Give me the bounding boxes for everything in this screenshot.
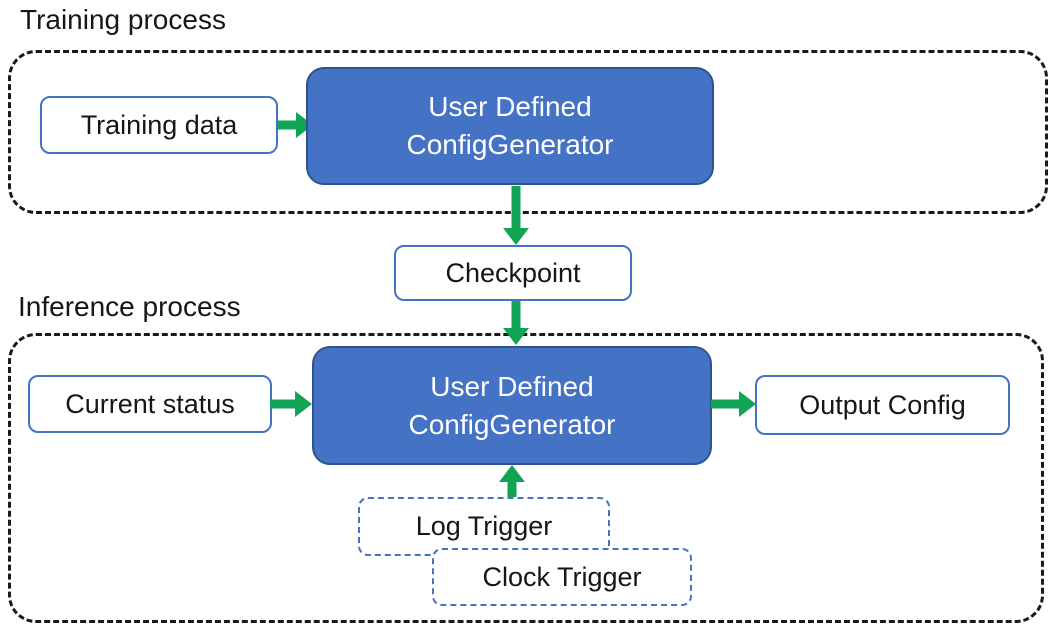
current-status-box: Current status bbox=[28, 375, 272, 433]
inference-generator-line2: ConfigGenerator bbox=[408, 408, 616, 440]
log-trigger-label: Log Trigger bbox=[415, 511, 553, 541]
training-container bbox=[8, 50, 1048, 214]
arrow-right-current-status-to-generator-icon bbox=[270, 391, 312, 417]
inference-generator-line1: User Defined bbox=[430, 370, 594, 402]
output-config-label: Output Config bbox=[799, 389, 966, 420]
arrow-down-checkpoint-to-inference-generator-icon bbox=[503, 300, 529, 345]
log-trigger-box: Log Trigger bbox=[358, 497, 610, 556]
current-status-label: Current status bbox=[65, 388, 235, 419]
output-config-box: Output Config bbox=[755, 375, 1010, 435]
inference-container bbox=[8, 333, 1044, 623]
training-generator-line1: User Defined bbox=[428, 91, 592, 122]
arrow-right-training-data-to-generator-icon bbox=[277, 112, 313, 138]
checkpoint-label: Checkpoint bbox=[445, 257, 581, 288]
training-data-label: Training data bbox=[80, 109, 238, 140]
arrow-right-generator-to-output-icon bbox=[711, 391, 756, 417]
arrow-down-generator-to-checkpoint-icon bbox=[503, 186, 529, 245]
clock-trigger-label: Clock Trigger bbox=[482, 561, 642, 592]
training-generator-line2: ConfigGenerator bbox=[406, 129, 614, 160]
checkpoint-box: Checkpoint bbox=[394, 245, 632, 301]
clock-trigger-box: Clock Trigger bbox=[432, 548, 692, 606]
inference-generator-box: User Defined ConfigGenerator bbox=[312, 346, 712, 465]
inference-process-label: Inference process bbox=[18, 291, 241, 322]
training-data-box: Training data bbox=[40, 96, 278, 154]
training-generator-box: User Defined ConfigGenerator bbox=[306, 67, 714, 185]
training-process-label: Training process bbox=[20, 4, 226, 35]
arrow-up-triggers-to-generator-icon bbox=[499, 465, 525, 497]
